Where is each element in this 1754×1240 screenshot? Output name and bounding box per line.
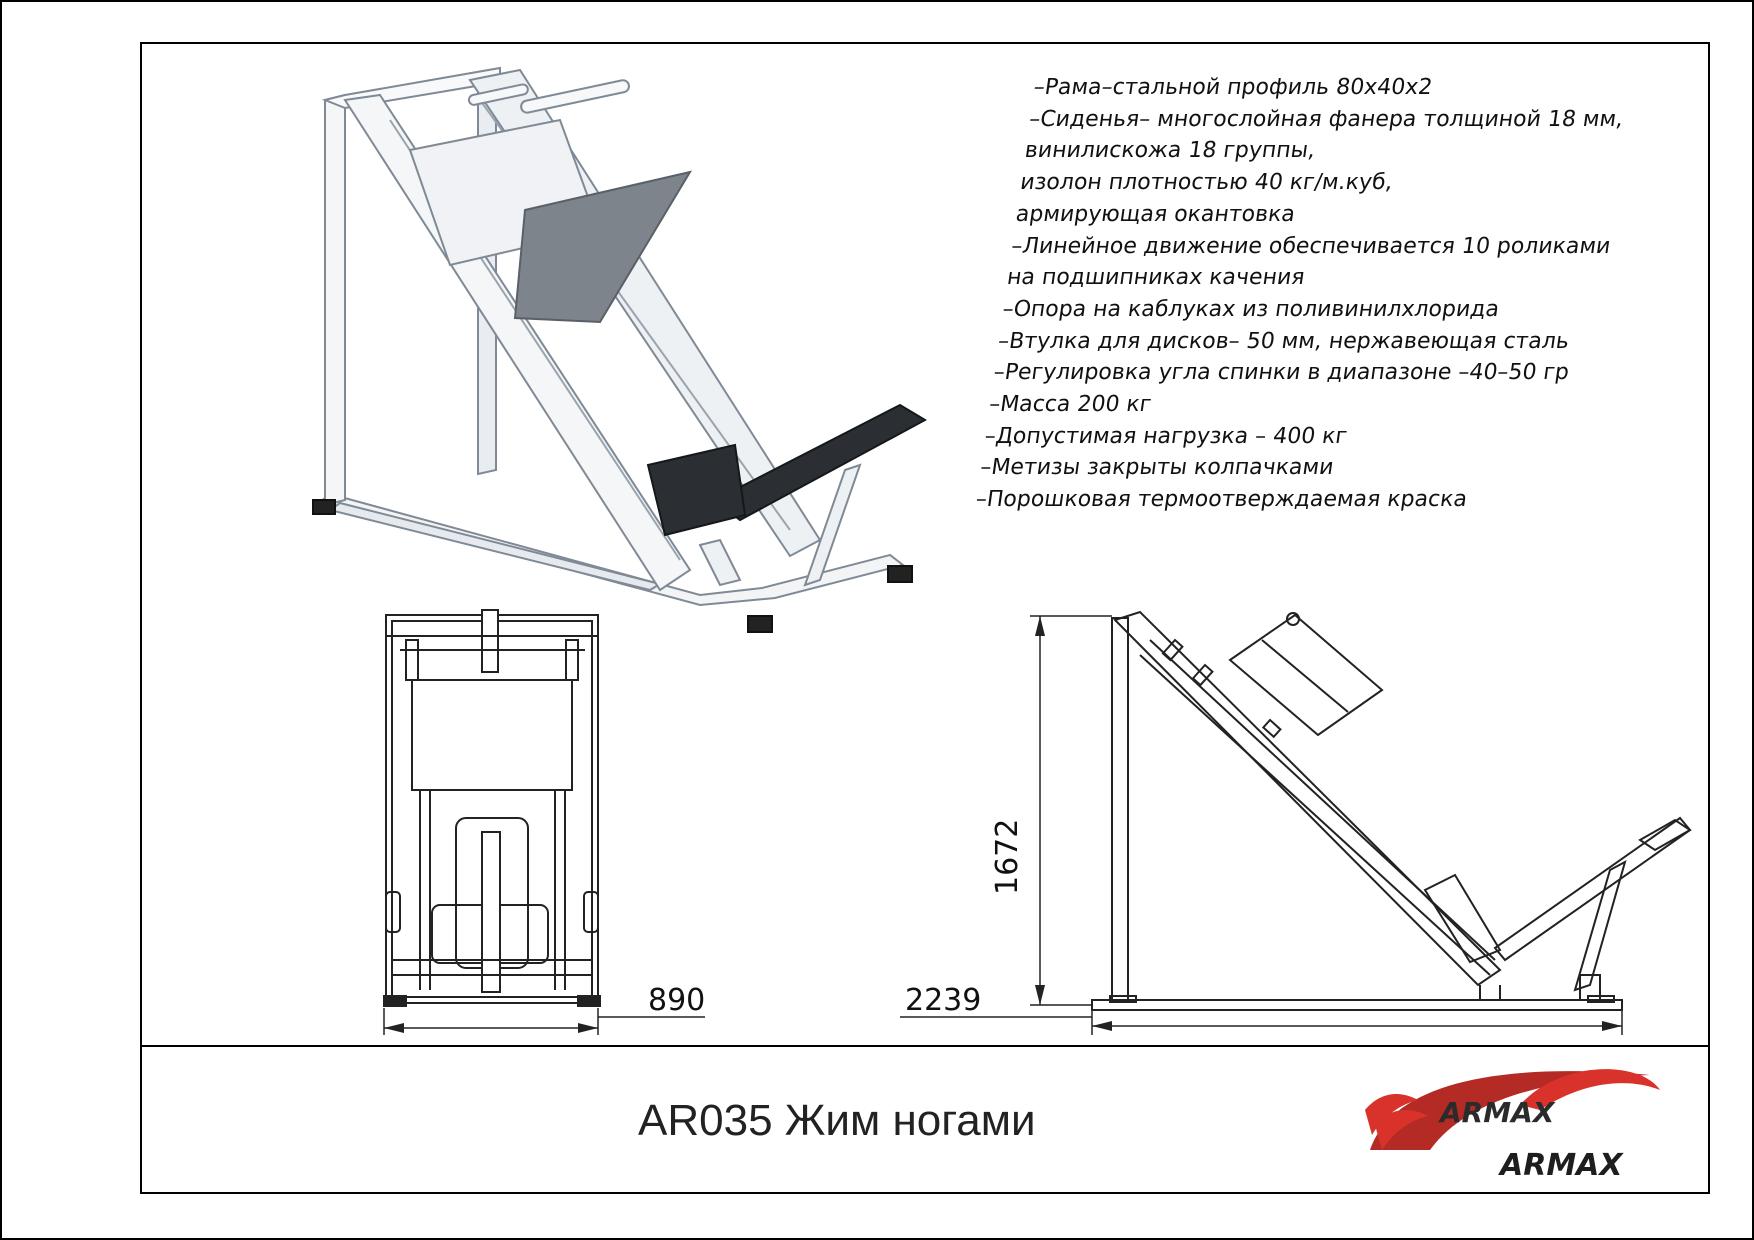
front-view-drawing — [383, 609, 705, 1035]
drawing-frame — [140, 42, 1710, 1194]
side-view-drawing — [900, 610, 1692, 1035]
product-title: AR035 Жим ногами — [638, 1096, 1036, 1145]
dimension-length-label: 2239 — [905, 983, 982, 1018]
dimension-height-label: 1672 — [990, 818, 1025, 895]
armax-logo: ARMAX ARMAX — [1365, 1069, 1660, 1183]
dimension-width-label: 890 — [648, 983, 706, 1018]
brand-wordmark: ARMAX — [1498, 1148, 1624, 1183]
title-block-divider — [140, 1045, 1710, 1047]
machine-3d-render — [312, 66, 928, 633]
logo-text: ARMAX — [1438, 1096, 1556, 1129]
